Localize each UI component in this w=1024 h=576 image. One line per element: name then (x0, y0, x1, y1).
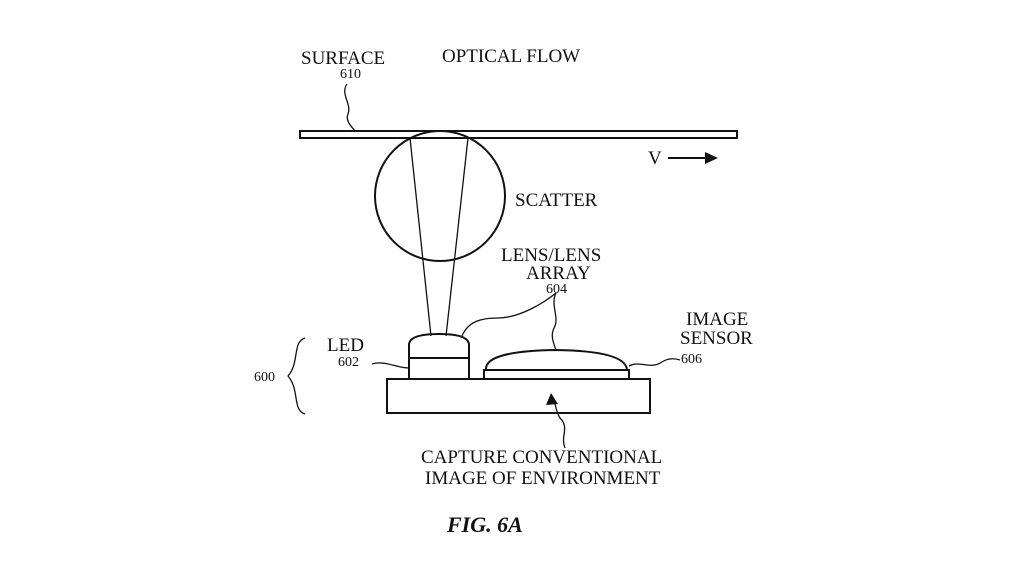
device-bracket (287, 337, 306, 415)
led-label: LED (327, 335, 364, 356)
surface-label: SURFACE (301, 48, 385, 69)
base-substrate (386, 378, 651, 414)
capture-label-line1: CAPTURE CONVENTIONAL (421, 447, 662, 468)
velocity-label: V (648, 148, 662, 169)
led-ref-number: 602 (338, 355, 359, 370)
optical-flow-label: OPTICAL FLOW (442, 46, 580, 67)
image-sensor-body (483, 369, 630, 380)
scatter-label: SCATTER (515, 190, 598, 211)
surface-leader-line (344, 83, 356, 132)
lens-ref-number: 604 (546, 282, 567, 297)
surface-ref-number: 610 (340, 67, 361, 82)
beam-line-right (445, 137, 469, 337)
lens-leader-to-led (461, 292, 557, 337)
device-ref-number: 600 (254, 370, 275, 385)
sensor-leader (628, 358, 681, 367)
led-dome (408, 332, 470, 359)
capture-label-line2: IMAGE OF ENVIRONMENT (425, 468, 661, 489)
led-body (408, 357, 470, 380)
capture-leader (553, 399, 566, 449)
image-sensor-label-line2: SENSOR (680, 328, 753, 349)
image-sensor-label-line1: IMAGE (686, 309, 748, 330)
velocity-arrow-head (705, 152, 718, 164)
lens-array (485, 348, 628, 371)
capture-arrow-head (546, 393, 558, 405)
surface-plate (299, 130, 738, 139)
led-leader (371, 362, 410, 369)
image-sensor-ref-number: 606 (681, 352, 702, 367)
beam-line-left (409, 137, 432, 337)
lens-label-line1: LENS/LENS (501, 245, 601, 266)
lens-leader-to-array (551, 292, 557, 351)
figure-caption: FIG. 6A (446, 512, 523, 537)
scatter-circle (374, 130, 506, 262)
lens-label-line2: ARRAY (526, 263, 591, 284)
